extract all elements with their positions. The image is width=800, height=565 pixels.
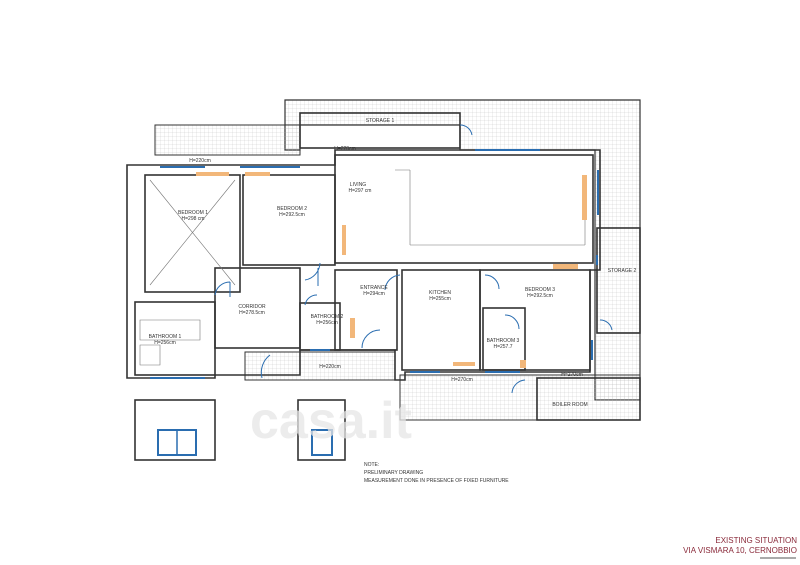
- terrace-left: [154, 124, 301, 156]
- height-boiler: H=270cm: [561, 372, 583, 378]
- doors: [214, 124, 613, 394]
- label-storage1: STORAGE 1: [366, 118, 395, 124]
- title-scale-mark: [760, 557, 796, 559]
- label-entrance: ENTRANCE: [360, 285, 388, 291]
- bedroom-2: [242, 174, 336, 266]
- bedroom-1: [144, 174, 241, 293]
- note-line2: MEASUREMENT DONE IN PRESENCE OF FIXED FU…: [364, 478, 509, 484]
- window-detail-2: [297, 399, 346, 461]
- height-living: H=297 cm: [349, 188, 372, 194]
- height-bedroom3: H=292.5cm: [527, 293, 553, 299]
- storage-2: [596, 227, 641, 334]
- watermark: casa.it: [250, 392, 412, 450]
- title-line1: EXISTING SITUATION: [715, 536, 797, 545]
- label-bathroom1: BATHROOM 1: [149, 334, 182, 340]
- label-bedroom2: BEDROOM 2: [277, 206, 307, 212]
- height-top: H=220cm: [189, 158, 211, 164]
- height-bedroom1: H=298 cm: [182, 216, 205, 222]
- label-bedroom1: BEDROOM 1: [178, 210, 208, 216]
- height-bathroom3: H=257.7: [493, 344, 512, 350]
- note-heading: NOTE:: [364, 462, 379, 468]
- label-boiler: BOILER ROOM: [552, 402, 587, 408]
- height-kitchen-balcony: H=270cm: [451, 377, 473, 383]
- height-kitchen: H=255cm: [429, 296, 451, 302]
- window-detail-1: [134, 399, 216, 461]
- label-storage2: STORAGE 2: [608, 268, 637, 274]
- height-storage1: H=220cm: [334, 146, 356, 152]
- label-corridor: CORRIDOR: [238, 304, 266, 310]
- boiler-room: [536, 377, 641, 421]
- title-line2: VIA VISMARA 10, CERNOBBIO: [683, 546, 797, 555]
- label-bathroom2: BATHROOM 2: [311, 314, 344, 320]
- bathroom-3: [482, 307, 526, 371]
- height-bathroom2: H=256cm: [316, 320, 338, 326]
- fixed-furniture: [196, 172, 587, 368]
- bathroom-2: [299, 302, 341, 351]
- label-bathroom3: BATHROOM 3: [487, 338, 520, 344]
- height-bathroom1: H=256cm: [154, 340, 176, 346]
- label-living: LIVING: [350, 182, 367, 188]
- terrace-bottom-right: [399, 374, 641, 421]
- apartment-walls: [126, 149, 601, 381]
- entrance: [334, 269, 398, 351]
- bedroom-3: [479, 269, 591, 371]
- height-balcony: H=220cm: [319, 364, 341, 370]
- height-corridor: H=278.5cm: [239, 310, 265, 316]
- label-kitchen: KITCHEN: [429, 290, 451, 296]
- kitchen: [401, 269, 481, 371]
- height-entrance: H=294cm: [363, 291, 385, 297]
- label-bedroom3: BEDROOM 3: [525, 287, 555, 293]
- living: [334, 154, 594, 264]
- note-line1: PRELIMINARY DRAWING: [364, 470, 423, 476]
- windows: [150, 149, 599, 379]
- height-bedroom2: H=292.5cm: [279, 212, 305, 218]
